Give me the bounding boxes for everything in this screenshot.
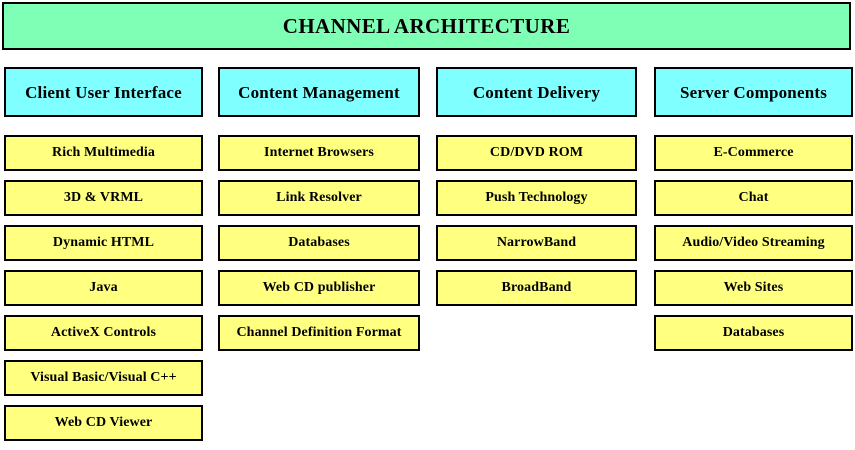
item-box: Databases [654, 315, 853, 351]
item-box: Web CD Viewer [4, 405, 203, 441]
item-box: Web CD publisher [218, 270, 420, 306]
item-box: Audio/Video Streaming [654, 225, 853, 261]
item-label: Visual Basic/Visual C++ [30, 370, 177, 385]
item-box: CD/DVD ROM [436, 135, 637, 171]
item-label: ActiveX Controls [50, 325, 157, 340]
item-box: Visual Basic/Visual C++ [4, 360, 203, 396]
column-header-content-management: Content Management [218, 67, 420, 117]
item-box: ActiveX Controls [4, 315, 203, 351]
item-label: Audio/Video Streaming [682, 235, 825, 250]
item-box: Databases [218, 225, 420, 261]
item-label: Internet Browsers [264, 145, 374, 160]
item-label: Channel Definition Format [236, 325, 402, 340]
column-server-components: Server Components E-Commerce Chat Audio/… [654, 67, 853, 360]
item-label: NarrowBand [496, 235, 577, 250]
item-label: Rich Multimedia [52, 145, 155, 160]
columns-container: Client User Interface Rich Multimedia 3D… [0, 67, 855, 441]
column-header-label: Content Management [238, 82, 400, 102]
column-header-label: Client User Interface [25, 82, 182, 102]
item-box: Java [4, 270, 203, 306]
item-label: BroadBand [501, 280, 572, 295]
item-box: Push Technology [436, 180, 637, 216]
diagram-title-banner: CHANNEL ARCHITECTURE [2, 2, 851, 50]
item-label: Web Sites [723, 280, 784, 295]
item-box: NarrowBand [436, 225, 637, 261]
item-box: Web Sites [654, 270, 853, 306]
item-label: Push Technology [485, 190, 588, 205]
item-label: Java [89, 280, 118, 295]
item-label: Chat [738, 190, 769, 205]
column-header-label: Content Delivery [472, 82, 601, 102]
column-content-delivery: Content Delivery CD/DVD ROM Push Technol… [436, 67, 637, 315]
item-label: Link Resolver [276, 190, 362, 205]
item-box: E-Commerce [654, 135, 853, 171]
item-label: E-Commerce [713, 145, 794, 160]
page-title: CHANNEL ARCHITECTURE [282, 13, 571, 38]
item-box: 3D & VRML [4, 180, 203, 216]
item-label: Web CD Viewer [54, 415, 153, 430]
item-label: CD/DVD ROM [489, 145, 584, 160]
item-box: Chat [654, 180, 853, 216]
column-header-server-components: Server Components [654, 67, 853, 117]
column-header-content-delivery: Content Delivery [436, 67, 637, 117]
item-box: Internet Browsers [218, 135, 420, 171]
column-header-client-user-interface: Client User Interface [4, 67, 203, 117]
item-label: Web CD publisher [262, 280, 376, 295]
item-label: Dynamic HTML [52, 235, 155, 250]
item-label: 3D & VRML [63, 190, 144, 205]
column-client-user-interface: Client User Interface Rich Multimedia 3D… [4, 67, 203, 450]
column-content-management: Content Management Internet Browsers Lin… [218, 67, 420, 360]
item-label: Databases [288, 235, 350, 250]
item-box: Dynamic HTML [4, 225, 203, 261]
item-box: BroadBand [436, 270, 637, 306]
item-box: Channel Definition Format [218, 315, 420, 351]
item-box: Rich Multimedia [4, 135, 203, 171]
item-box: Link Resolver [218, 180, 420, 216]
item-label: Databases [722, 325, 785, 340]
column-header-label: Server Components [679, 82, 828, 102]
